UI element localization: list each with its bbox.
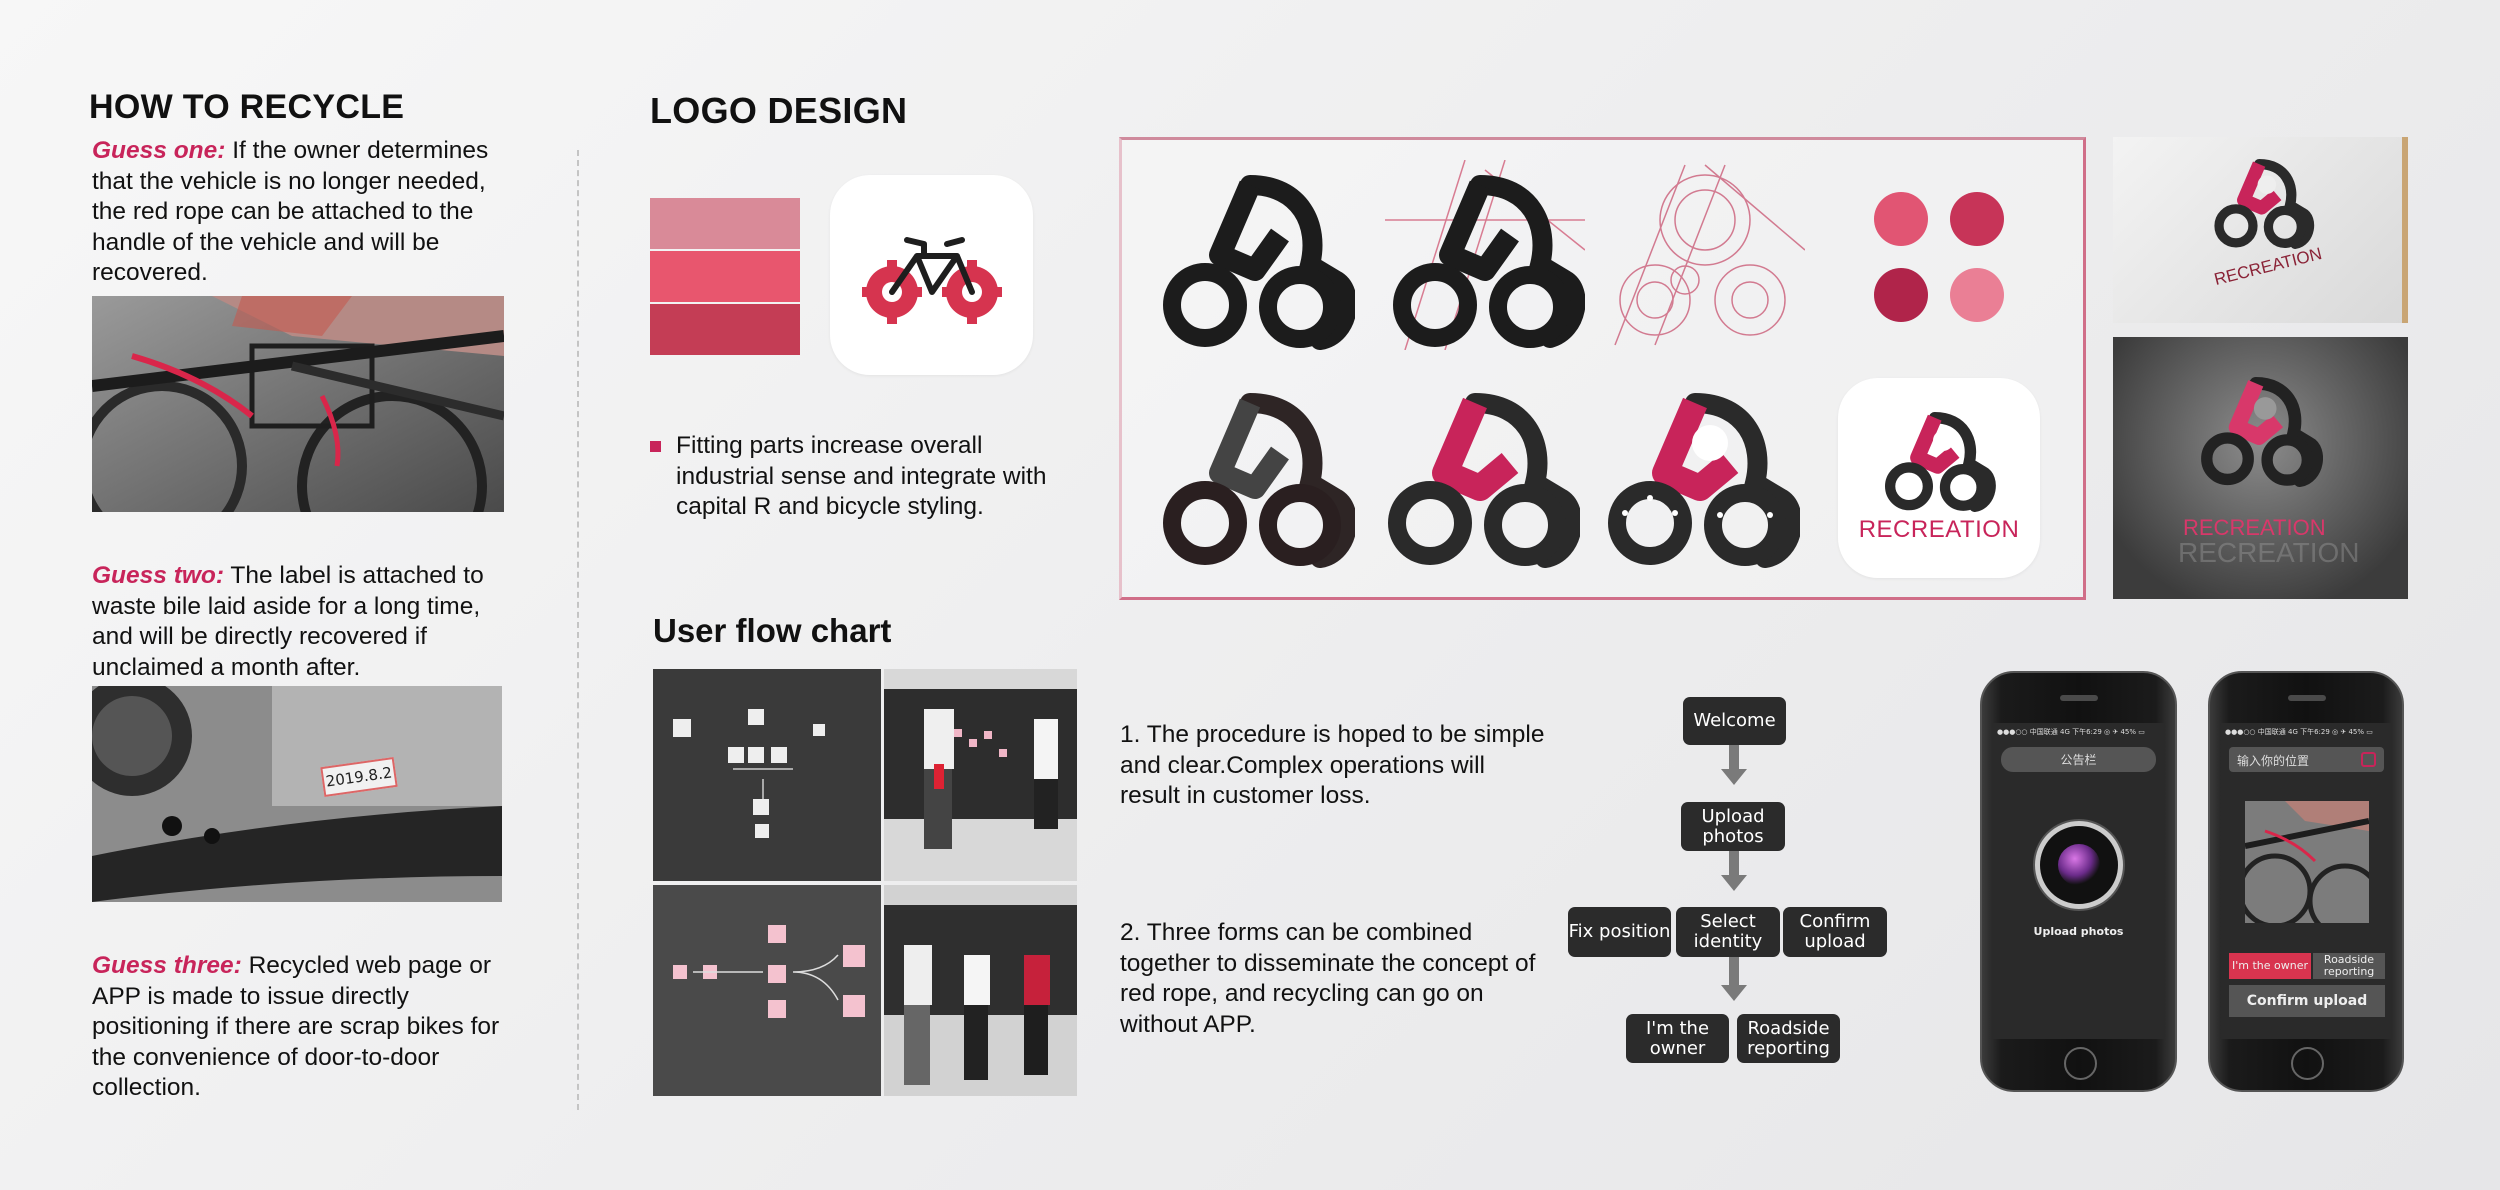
team-whiteboard-photo-2 [884,885,1077,1096]
guess-two-text: Guess two: The label is attached to wast… [92,561,508,683]
upload-photos-label: Upload photos [2033,925,2124,938]
guess-three-text: Guess three: Recycled web page or APP is… [92,951,508,1104]
paper-mockup: RECREATION [2113,137,2408,323]
logo-mark-wireframe [1605,160,1805,350]
recreation-wordmark: RECREATION [1858,516,2020,543]
flow-note-2: 2. Three forms can be combined together … [1120,919,1536,1038]
column-divider [577,150,579,1110]
roadside-report-button[interactable]: Roadside reporting [2313,953,2385,979]
palette-dot-1 [1874,192,1928,246]
home-button[interactable] [2291,1047,2324,1080]
flow-arrow [1729,851,1739,875]
chalkboard-photo-2 [653,885,881,1096]
paper-logo-icon [2214,159,2315,249]
phone-speaker [2288,695,2326,701]
flow-node-fix: Fix position [1568,907,1671,957]
palette-dot-2 [1950,192,2004,246]
logo-mark-construction [1385,160,1585,350]
flow-arrow-head [1721,875,1747,891]
camera-lens-icon [2058,844,2100,886]
status-bar: ●●●○○ 中国联通 4G 下午6:29 ◎ ✈ 45% ▭ [1997,728,2145,736]
uploaded-bike-photo [2245,801,2369,923]
flow-arrow [1729,957,1739,985]
palette-dots [1874,192,2004,322]
color-swatches [650,198,800,355]
camera-button[interactable] [2035,821,2123,909]
logo-mark-gray [1160,393,1355,568]
bullet-marker [650,441,661,452]
phone-speaker [2060,695,2098,701]
guess-one-text: Guess one: If the owner determines that … [92,136,508,289]
phone-left: ●●●○○ 中国联通 4G 下午6:29 ◎ ✈ 45% ▭ 公告栏 Uploa… [1980,671,2177,1092]
guess-one-body: If the owner determines that the vehicle… [92,137,489,286]
flow-arrow-head [1721,769,1747,785]
guess-three-body: Recycled web page or APP is made to issu… [92,952,500,1101]
bike-gear-logo-tile [830,175,1033,375]
flow-node-roadside: Roadside reporting [1737,1014,1840,1063]
team-whiteboard-photo-1 [884,669,1077,881]
confirm-upload-button[interactable]: Confirm upload [2229,985,2385,1017]
swatch-light [650,198,800,249]
recreation-logo-icon [1885,412,1996,512]
bike-gear-icon [861,237,1002,324]
flow-arrow [1729,745,1739,769]
im-owner-button[interactable]: I'm the owner [2229,953,2311,979]
flow-node-upload: Upload photos [1681,802,1785,851]
status-bar: ●●●○○ 中国联通 4G 下午6:29 ◎ ✈ 45% ▭ [2225,728,2373,736]
logo-mark-gear [1605,393,1800,568]
logo-mark-black-sketch [1160,175,1355,350]
palette-dot-4 [1950,268,2004,322]
glass-wordmark: RECREATION [2183,515,2326,540]
phone-left-screen: ●●●○○ 中国联通 4G 下午6:29 ◎ ✈ 45% ▭ 公告栏 Uploa… [1993,723,2164,1039]
flow-node-confirm: Confirm upload [1783,907,1887,957]
guess-two-body: The label is attached to waste bile laid… [92,562,484,681]
how-to-recycle-title: HOW TO RECYCLE [89,88,405,126]
logo-mark-pink [1385,393,1580,568]
notice-board-bar[interactable]: 公告栏 [2001,747,2156,772]
guess-one-label: Guess one: [92,137,226,164]
flow-node-welcome: Welcome [1683,697,1786,745]
bike-tag-photo: 2019.8.2 [92,686,502,902]
flow-node-owner: I'm the owner [1626,1014,1729,1063]
chalkboard-photo-1 [653,669,881,881]
phone-right: ●●●○○ 中国联通 4G 下午6:29 ◎ ✈ 45% ▭ 输入你的位置 I'… [2208,671,2404,1092]
glass-mockup: RECREATION RECREATION [2113,337,2408,599]
phone-right-screen: ●●●○○ 中国联通 4G 下午6:29 ◎ ✈ 45% ▭ 输入你的位置 I'… [2221,723,2392,1039]
recreation-logo-tile: RECREATION [1838,378,2040,578]
logo-design-title: LOGO DESIGN [650,90,908,131]
location-input[interactable]: 输入你的位置 [2229,747,2384,772]
guess-three-label: Guess three: [92,952,242,979]
paper-wordmark: RECREATION [2212,243,2324,290]
swatch-dark [650,304,800,355]
glass-logo-icon [2201,377,2323,487]
flow-note-1: 1. The procedure is hoped to be simple a… [1120,721,1545,809]
home-button[interactable] [2064,1047,2097,1080]
location-pin-icon[interactable] [2361,752,2376,767]
flow-arrow-head [1721,985,1747,1001]
flow-node-select: Select identity [1676,907,1780,957]
guess-two-label: Guess two: [92,562,225,589]
bike-handle-photo [92,296,504,512]
user-flow-title: User flow chart [653,612,892,649]
glass-wordmark-reflection: RECREATION [2178,537,2360,568]
swatch-mid [650,251,800,302]
logo-description: Fitting parts increase overall industria… [676,432,1047,520]
palette-dot-3 [1874,268,1928,322]
